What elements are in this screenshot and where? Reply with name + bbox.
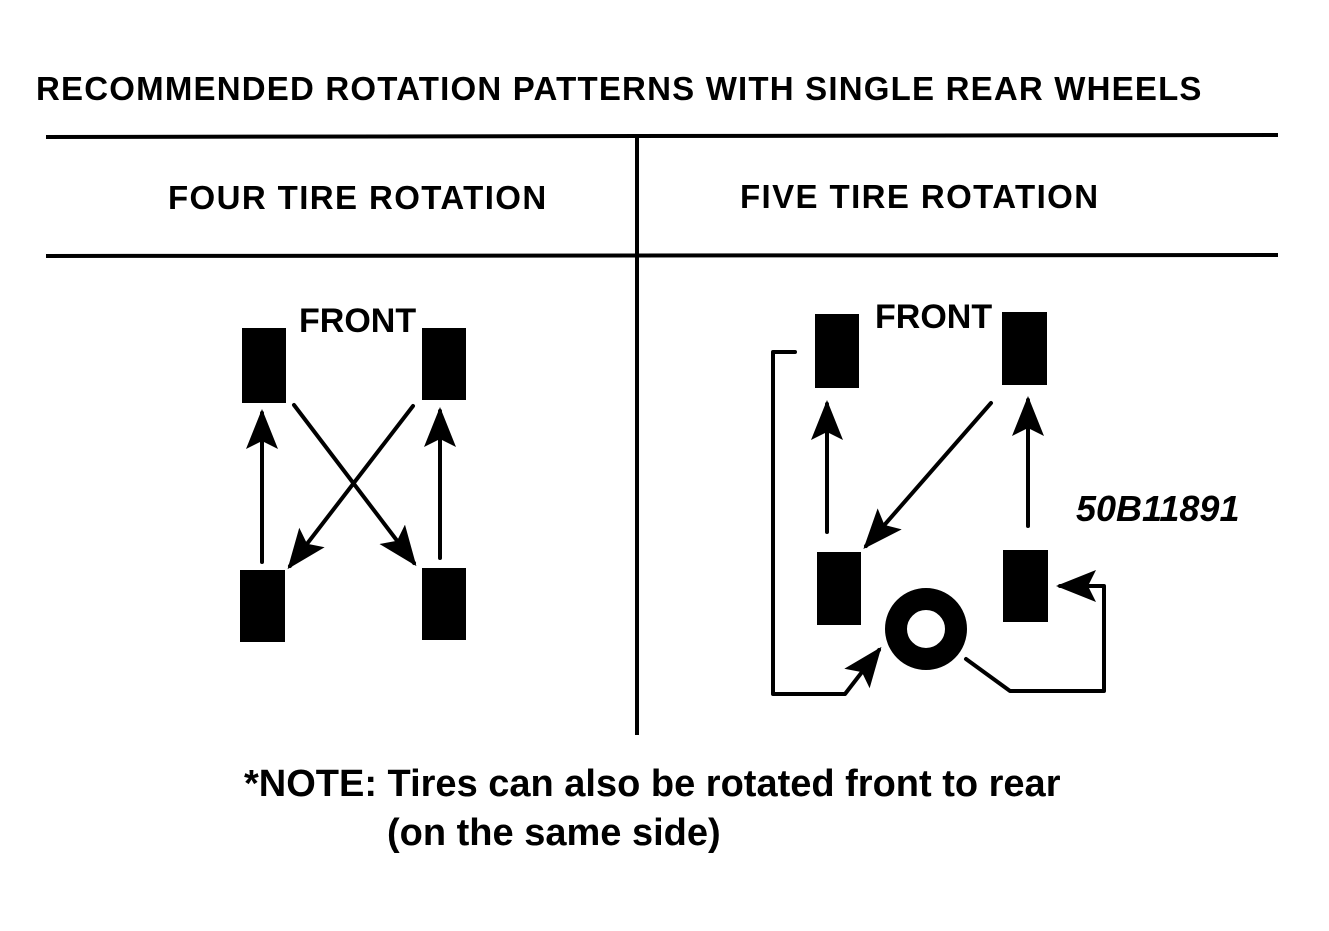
- top-rule: [45, 133, 1279, 139]
- tire-front-left-5: [815, 314, 859, 388]
- tire-rear-right: [422, 568, 466, 640]
- tire-rear-right-5: [1003, 550, 1048, 622]
- tire-front-right: [422, 328, 466, 400]
- five-tire-pattern: [771, 312, 1106, 696]
- tire-rear-left-5: [817, 552, 861, 625]
- spare-tire: [885, 588, 967, 670]
- table-rules: [45, 133, 1279, 735]
- part-number: 50B11891: [1076, 488, 1240, 529]
- tire-rear-left: [240, 570, 285, 642]
- tire-front-right-5: [1002, 312, 1047, 385]
- five-tire-front-label: FRONT: [875, 298, 993, 336]
- note-line-1: *NOTE: Tires can also be rotated front t…: [244, 763, 1061, 805]
- arrow-front-right-to-rear-left-5: [863, 401, 993, 550]
- tire-front-left: [242, 328, 286, 403]
- path-front-left-to-spare: [771, 350, 882, 696]
- header-rule: [45, 253, 1279, 258]
- four-tire-heading: FOUR TIRE ROTATION: [168, 179, 548, 216]
- path-spare-to-rear-right: [964, 570, 1106, 693]
- four-tire-front-label: FRONT: [299, 302, 417, 340]
- arrow-front-right-to-rear-left: [287, 404, 415, 570]
- four-tire-pattern: [240, 328, 466, 642]
- diagram-title: RECOMMENDED ROTATION PATTERNS WITH SINGL…: [36, 70, 1203, 107]
- five-tire-heading: FIVE TIRE ROTATION: [740, 178, 1100, 215]
- note-line-2: (on the same side): [387, 812, 721, 854]
